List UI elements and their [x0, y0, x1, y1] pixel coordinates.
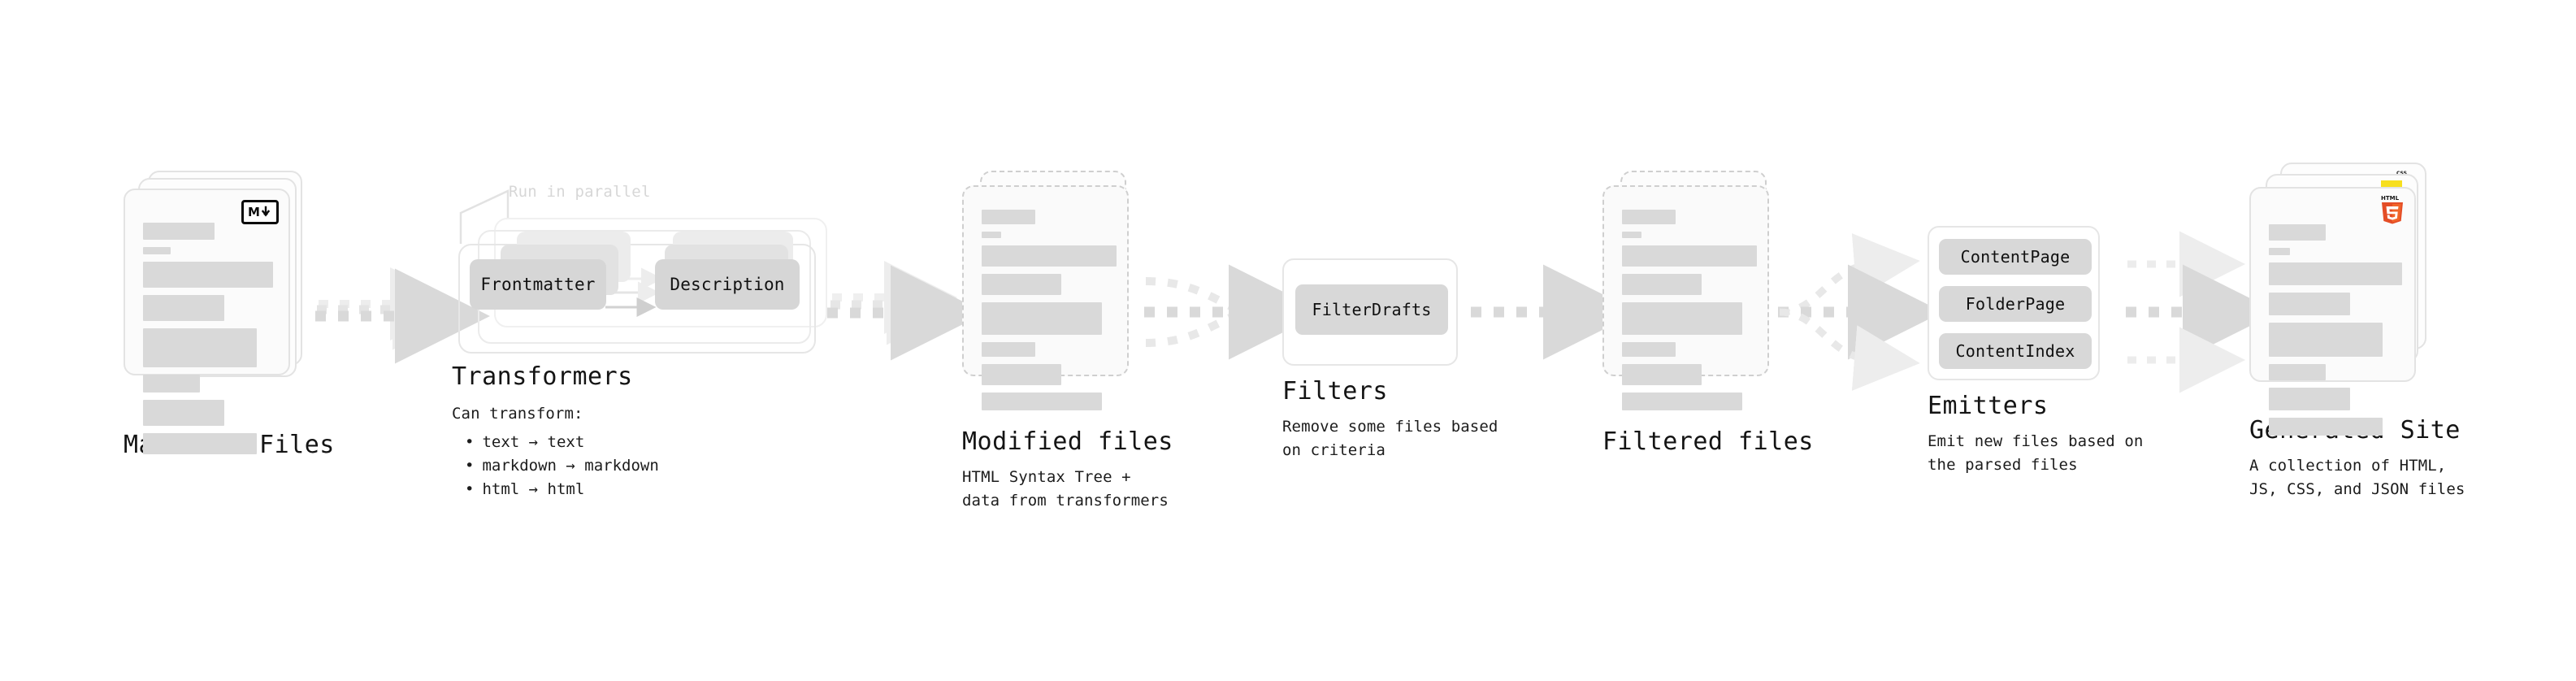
emitter-chip-contentpage[interactable]: ContentPage	[1939, 239, 2092, 275]
svg-text:CSS: CSS	[2396, 171, 2407, 176]
emitters-box-wrap: ContentPage FolderPage ContentIndex	[1928, 226, 2100, 380]
svg-text:HTML: HTML	[2381, 195, 2400, 202]
stage-desc-filters: Remove some files based on criteria	[1282, 418, 1498, 459]
transformers-bullet-1: markdown → markdown	[465, 454, 842, 478]
stage-title-filters: Filters	[1282, 377, 1388, 406]
stage-desc-transformers: Can transform:	[452, 405, 583, 423]
transformer-chip-frontmatter[interactable]: Frontmatter	[470, 259, 606, 310]
markdown-badge-icon: M	[241, 200, 279, 224]
emitters-group-box: ContentPage FolderPage ContentIndex	[1928, 226, 2100, 380]
emitter-chip-contentindex[interactable]: ContentIndex	[1939, 333, 2092, 369]
filtered-doc-stack	[1602, 171, 1789, 423]
stage-desc-emitters: Emit new files based on the parsed files	[1928, 432, 2144, 474]
site-doc-stack: CSS HTML	[2249, 163, 2452, 436]
filters-box-wrap: FilterDrafts	[1282, 258, 1458, 366]
transformers-bullet-2: html → html	[465, 478, 842, 501]
stage-filters: FilterDrafts Filters Remove some files b…	[1282, 258, 1498, 462]
stage-title-emitters: Emitters	[1928, 392, 2049, 420]
transformers-panel-stack: F D F D Frontmatter Description	[452, 191, 842, 358]
run-in-parallel-label: Run in parallel	[509, 183, 651, 201]
modified-doc-front	[962, 185, 1129, 410]
transformer-chip-description[interactable]: Description	[655, 259, 800, 310]
modified-doc-stack	[962, 171, 1149, 423]
stage-markdown-files: M Markdown Files	[124, 171, 335, 459]
stage-transformers: Run in parallel F D F D Frontmatter Desc…	[452, 183, 842, 502]
transformer-panel-front	[458, 244, 816, 354]
filter-chip-filterdrafts[interactable]: FilterDrafts	[1295, 284, 1448, 335]
stage-title-transformers: Transformers	[452, 362, 633, 391]
site-doc-html: HTML	[2249, 187, 2416, 436]
stage-title-filtered-files: Filtered files	[1602, 427, 1814, 456]
html5-icon: HTML	[2379, 193, 2406, 229]
stage-filtered-files: Filtered files	[1602, 171, 1814, 456]
transformers-bullet-list: text → text markdown → markdown html → h…	[452, 431, 842, 502]
filters-group-box: FilterDrafts	[1282, 258, 1458, 366]
markdown-doc-stack: M	[124, 171, 319, 454]
filtered-doc-front	[1602, 185, 1769, 410]
stage-title-modified-files: Modified files	[962, 427, 1173, 456]
stage-modified-files: Modified files HTML Syntax Tree + data f…	[962, 171, 1173, 512]
stage-desc-modified-files: HTML Syntax Tree + data from transformer…	[962, 468, 1169, 510]
stage-desc-generated-site: A collection of HTML, JS, CSS, and JSON …	[2249, 457, 2465, 498]
stage-generated-site: CSS HTML	[2249, 163, 2465, 501]
emitter-chip-folderpage[interactable]: FolderPage	[1939, 286, 2092, 322]
stage-emitters: ContentPage FolderPage ContentIndex Emit…	[1928, 226, 2143, 476]
site-doc-content	[2269, 224, 2402, 443]
modified-doc-content	[982, 210, 1117, 418]
svg-text:M: M	[248, 206, 260, 219]
markdown-doc-front: M	[124, 189, 290, 454]
filtered-doc-content	[1622, 210, 1757, 418]
markdown-doc-content	[143, 223, 273, 462]
transformers-bullet-0: text → text	[465, 431, 842, 454]
